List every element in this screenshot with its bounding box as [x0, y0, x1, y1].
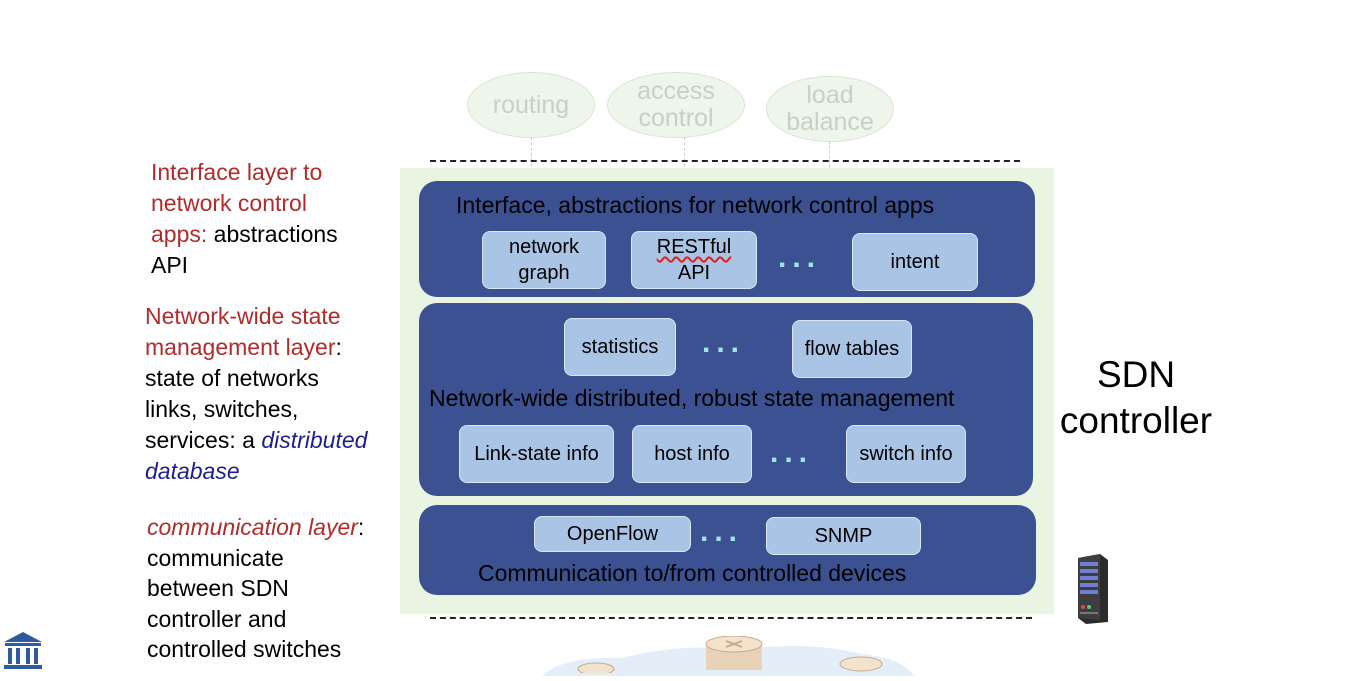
server-icon	[1074, 552, 1110, 626]
ellipsis: ...	[770, 436, 814, 469]
chip-intent-label: intent	[890, 251, 940, 273]
chip-switch-info: switch info	[846, 425, 966, 483]
chip-line: graph	[518, 262, 570, 284]
app-load-line1: load	[806, 81, 854, 109]
note-text: :	[335, 334, 342, 360]
chip-line: API	[677, 262, 711, 284]
bottom-boundary-line	[430, 617, 1032, 619]
sdn-line1: SDN	[1096, 354, 1176, 395]
app-access-line1: access	[637, 77, 715, 105]
chip-snmp-label: SNMP	[814, 525, 873, 547]
chip-openflow: OpenFlow	[534, 516, 691, 552]
chip-network-graph: network graph	[482, 231, 606, 289]
chip-openflow-label: OpenFlow	[566, 523, 659, 545]
chip-snmp: SNMP	[766, 517, 921, 555]
app-access-line2: control	[638, 104, 714, 132]
note-text: controller and	[147, 605, 287, 632]
note-text: :	[357, 514, 365, 540]
ellipsis: ...	[702, 326, 746, 359]
app-load-line2: balance	[786, 108, 874, 136]
chip-link-state-label: Link-state info	[474, 443, 599, 465]
router-icon	[576, 660, 616, 676]
app-routing: routing	[467, 72, 595, 138]
note-text: links, switches,	[145, 396, 299, 422]
note-text: network control	[151, 190, 307, 216]
note-text: apps:	[151, 221, 208, 247]
note-text: state of networks	[145, 365, 319, 391]
top-boundary-line	[430, 160, 1020, 162]
state-layer-title: Network-wide distributed, robust state m…	[429, 385, 955, 411]
note-text: Interface layer to	[151, 159, 323, 185]
chip-line: network	[508, 236, 580, 258]
communication-layer-note: communication layer: communicate between…	[147, 512, 364, 665]
chip-intent: intent	[852, 233, 978, 291]
note-text: services: a	[145, 427, 262, 453]
state-layer-note: Network-wide state management layer: sta…	[145, 301, 367, 487]
chip-network-graph-label: network graph	[509, 234, 579, 286]
sdn-controller-label: SDN controller	[1056, 352, 1216, 444]
ellipsis: ...	[700, 515, 744, 548]
chip-statistics-label: statistics	[581, 336, 659, 358]
chip-flow-tables-label: flow tables	[804, 338, 900, 360]
chip-host-info-label: host info	[654, 443, 730, 465]
note-text: distributed	[261, 427, 368, 453]
chip-switch-info-label: switch info	[859, 443, 953, 465]
app-connector	[684, 137, 685, 182]
note-text: controlled switches	[147, 636, 342, 662]
note-text: communication layer	[147, 514, 358, 540]
interface-layer-note: Interface layer to network control apps:…	[151, 157, 338, 281]
note-text: API	[151, 252, 189, 278]
note-text: management layer	[145, 334, 336, 360]
router-icon	[838, 654, 884, 672]
chip-link-state-info: Link-state info	[459, 425, 614, 483]
note-text: between SDN	[147, 575, 289, 601]
chip-flow-tables: flow tables	[792, 320, 912, 378]
interface-layer-title: Interface, abstractions for network cont…	[456, 192, 935, 218]
institution-icon	[2, 630, 44, 670]
app-connector	[531, 137, 532, 182]
note-text: Network-wide state	[145, 303, 341, 329]
communication-layer	[419, 505, 1036, 595]
note-text: database	[145, 458, 240, 484]
sdn-line2: controller	[1059, 400, 1213, 441]
ellipsis: ...	[778, 241, 822, 274]
app-routing-label: routing	[492, 90, 570, 119]
note-text: abstractions	[207, 221, 338, 247]
note-text: communicate	[147, 544, 284, 571]
chip-host-info: host info	[632, 425, 752, 483]
chip-line: RESTful	[656, 236, 732, 258]
router-icon	[704, 635, 764, 670]
comm-layer-title: Communication to/from controlled devices	[478, 560, 907, 586]
chip-statistics: statistics	[564, 318, 676, 376]
